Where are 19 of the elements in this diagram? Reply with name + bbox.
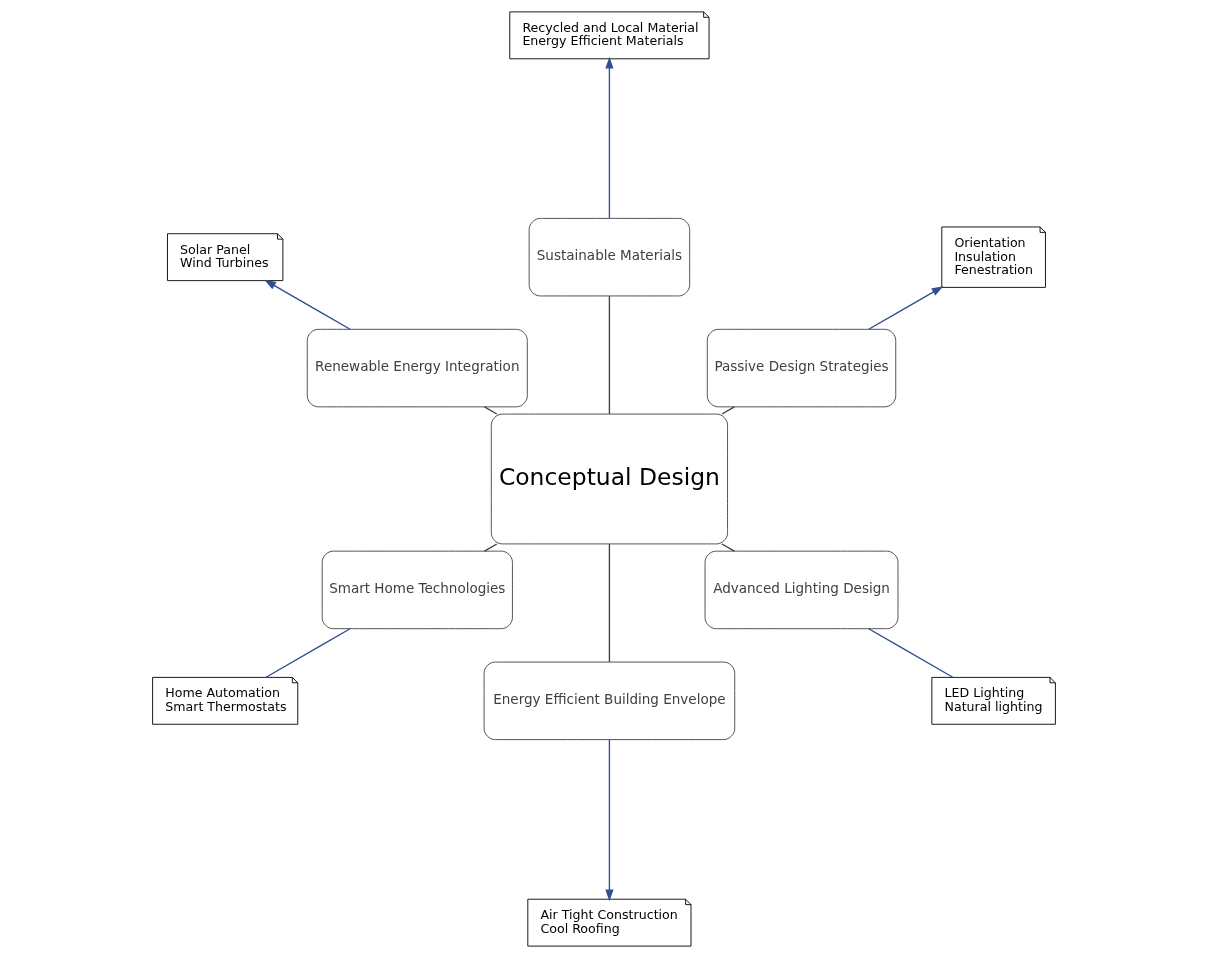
connector [483, 406, 498, 415]
connector [868, 628, 954, 678]
node-box: Passive Design Strategies [706, 328, 897, 408]
connector [483, 543, 498, 552]
connector [721, 406, 736, 415]
node-box: Conceptual Design [490, 413, 728, 545]
connector [608, 543, 611, 663]
arrow [264, 279, 351, 330]
arrow [605, 739, 614, 902]
connector [721, 543, 736, 552]
connector [608, 295, 611, 415]
node-box: Renewable Energy Integration [306, 328, 528, 408]
node-box: Advanced Lighting Design [704, 550, 899, 630]
connector [265, 628, 351, 678]
node-box: Sustainable Materials [528, 217, 691, 297]
arrow [868, 286, 944, 330]
node-box: Energy Efficient Building Envelope [483, 661, 736, 741]
arrow [605, 56, 614, 219]
node-box: Smart Home Technologies [321, 550, 513, 630]
